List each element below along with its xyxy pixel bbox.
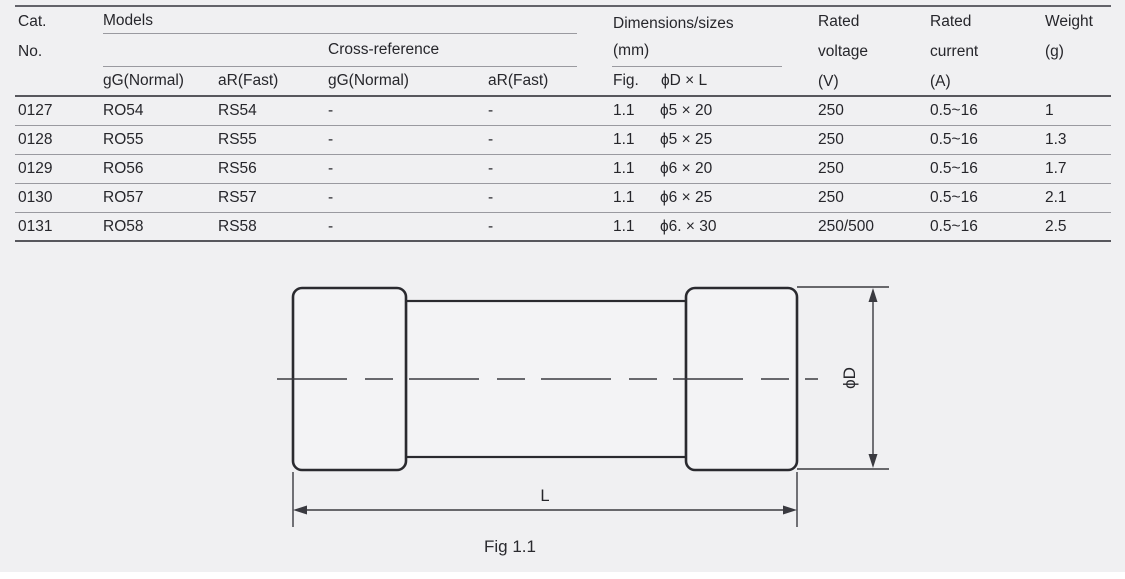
cell-gg: RO58 (103, 218, 144, 235)
subheader-ar-fast: aR(Fast) (218, 72, 279, 89)
cell-a: 0.5~16 (930, 189, 978, 206)
phi-d-arrow-up (868, 288, 878, 302)
cell-w: 1.3 (1045, 131, 1067, 148)
header-models: Models (100, 7, 610, 34)
table-row: 0130 RO57 RS57 - - 1.1 ϕ6 × 25 250 0.5~16 2.1 (15, 184, 1111, 213)
cell-cat: 0128 (18, 131, 53, 148)
cell-dxl: ϕ6. × 30 (660, 218, 717, 235)
cell-ar: RS55 (218, 131, 257, 148)
cell-cat: 0131 (18, 218, 53, 235)
table-row: 0129 RO56 RS56 - - 1.1 ϕ6 × 20 250 0.5~16 1.7 (15, 155, 1111, 184)
cell-a: 0.5~16 (930, 218, 978, 235)
cell-xar: - (488, 160, 494, 177)
cell-ar: RS58 (218, 218, 257, 235)
header-rated-voltage-line2: voltage (818, 43, 868, 60)
cell-a: 0.5~16 (930, 102, 978, 119)
l-arrow-right (783, 505, 797, 515)
phi-d-label: ϕD (840, 367, 859, 389)
cell-fig: 1.1 (613, 131, 635, 148)
cell-xar: - (488, 131, 494, 148)
fuse-drawing: ϕD L (277, 286, 889, 527)
header-dimensions-line2: (mm) (613, 42, 650, 59)
header-rated-voltage: Rated voltage (V) (815, 7, 927, 95)
cell-ar: RS57 (218, 189, 257, 206)
table-header: Cat. No. Models Cross-reference Dimensio… (15, 5, 1111, 97)
table-row: 0128 RO55 RS55 - - 1.1 ϕ5 × 25 250 0.5~16 1.3 (15, 126, 1111, 155)
subheader-fig: Fig. (613, 72, 639, 89)
cell-dxl: ϕ5 × 20 (660, 102, 713, 119)
cell-gg: RO57 (103, 189, 144, 206)
header-cross-reference: Cross-reference (325, 34, 610, 67)
cell-w: 2.5 (1045, 218, 1067, 235)
cell-xar: - (488, 189, 494, 206)
table-row: 0131 RO58 RS58 - - 1.1 ϕ6. × 30 250/500 0.5~16 2.… (15, 213, 1111, 242)
figure-caption: Fig 1.1 (484, 537, 536, 556)
cell-w: 1 (1045, 102, 1054, 119)
cell-fig: 1.1 (613, 102, 635, 119)
cell-xgg: - (328, 131, 334, 148)
cell-ar: RS54 (218, 102, 257, 119)
cell-dxl: ϕ5 × 25 (660, 131, 713, 148)
subheader-cross-gg-normal: gG(Normal) (328, 72, 409, 89)
cell-gg: RO54 (103, 102, 144, 119)
subheader-d-x-l: ϕD × L (661, 72, 708, 89)
cell-ar: RS56 (218, 160, 257, 177)
cell-w: 1.7 (1045, 160, 1067, 177)
bottom-margin (0, 572, 1125, 579)
cell-cat: 0129 (18, 160, 53, 177)
header-cat-no: Cat. No. (15, 7, 100, 95)
cell-v: 250 (818, 131, 844, 148)
cell-dxl: ϕ6 × 20 (660, 160, 713, 177)
cell-v: 250 (818, 102, 844, 119)
table-row: 0127 RO54 RS54 - - 1.1 ϕ5 × 20 250 0.5~16 1 (15, 97, 1111, 126)
header-cat-line1: Cat. (18, 13, 47, 30)
fuse-spec-table: Cat. No. Models Cross-reference Dimensio… (15, 5, 1111, 242)
cell-fig: 1.1 (613, 189, 635, 206)
subheader-gg-normal: gG(Normal) (103, 72, 184, 89)
header-dimensions: Dimensions/sizes (mm) (610, 7, 815, 67)
cell-xgg: - (328, 102, 334, 119)
cell-v: 250/500 (818, 218, 875, 235)
cell-xgg: - (328, 189, 334, 206)
cell-dxl: ϕ6 × 25 (660, 189, 713, 206)
header-weight-line1: Weight (1045, 13, 1093, 30)
cell-xgg: - (328, 218, 334, 235)
cell-gg: RO56 (103, 160, 144, 177)
cell-fig: 1.1 (613, 218, 635, 235)
header-rated-current: Rated current (A) (927, 7, 1042, 95)
cell-w: 2.1 (1045, 189, 1067, 206)
cell-xar: - (488, 102, 494, 119)
header-cat-line2: No. (18, 43, 43, 60)
cell-cat: 0130 (18, 189, 53, 206)
cell-xgg: - (328, 160, 334, 177)
subheader-cross-ar-fast: aR(Fast) (488, 72, 549, 89)
header-rated-current-line1: Rated (930, 13, 972, 30)
header-rated-current-line3: (A) (930, 73, 951, 90)
header-weight-line3: (g) (1045, 43, 1064, 60)
phi-d-arrow-down (868, 454, 878, 468)
l-arrow-left (293, 505, 307, 515)
header-rated-voltage-line3: (V) (818, 73, 839, 90)
cell-v: 250 (818, 189, 844, 206)
cell-fig: 1.1 (613, 160, 635, 177)
cell-gg: RO55 (103, 131, 144, 148)
l-label: L (540, 487, 549, 505)
header-weight: Weight (g) (1042, 7, 1111, 95)
cell-xar: - (488, 218, 494, 235)
cell-v: 250 (818, 160, 844, 177)
header-rated-voltage-line1: Rated (818, 13, 860, 30)
cell-a: 0.5~16 (930, 160, 978, 177)
header-dimensions-line1: Dimensions/sizes (613, 15, 734, 32)
header-rated-current-line2: current (930, 43, 979, 60)
cell-a: 0.5~16 (930, 131, 978, 148)
header-cross-reference-gap (100, 34, 325, 67)
cell-cat: 0127 (18, 102, 53, 119)
